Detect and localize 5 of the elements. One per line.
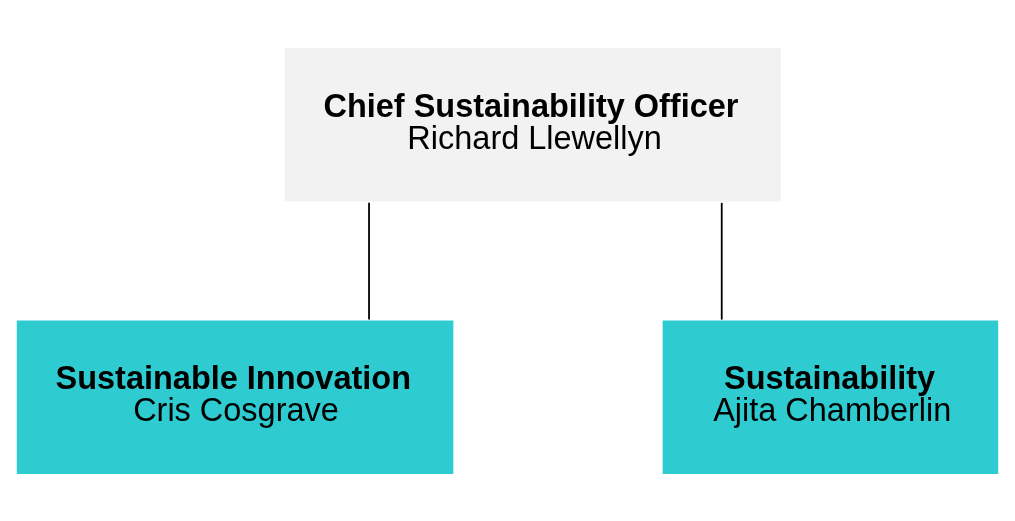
connector bbox=[368, 201, 370, 320]
node-box: Chief Sustainability Officer Richard Llewellyn bbox=[282, 45, 783, 203]
node-box: Sustainable Innovation Cris Cosgrave bbox=[15, 318, 456, 476]
connector bbox=[720, 201, 723, 320]
node-box: Sustainability Ajita Chamberlin bbox=[660, 318, 1000, 476]
